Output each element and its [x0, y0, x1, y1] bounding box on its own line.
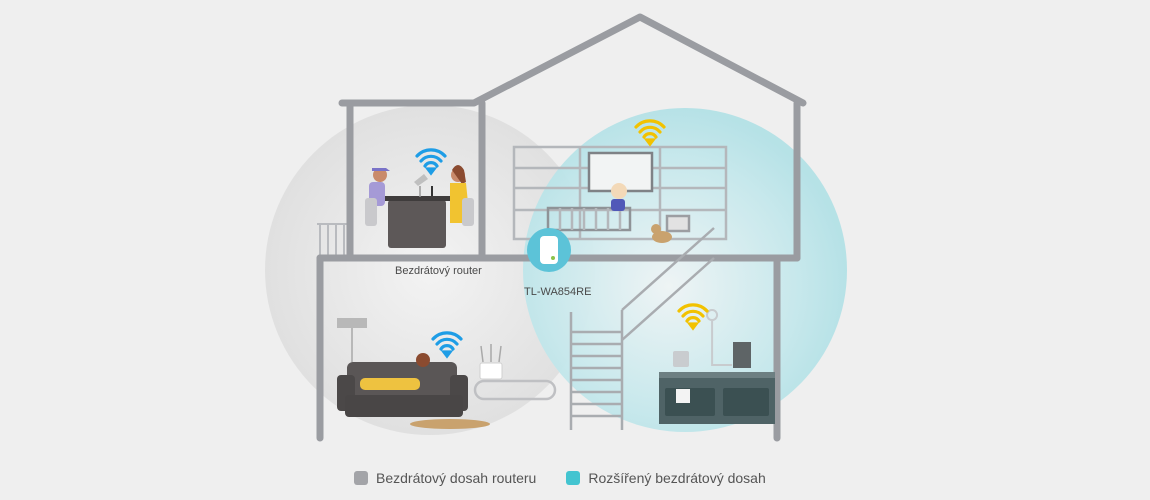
legend-item-extended-range: Rozšířený bezdrátový dosah [566, 470, 766, 486]
staircase [569, 227, 715, 430]
wifi-icon-kitchen [677, 303, 709, 331]
living-room [337, 318, 557, 429]
wifi-icon-office [415, 148, 447, 176]
router-range-swatch [354, 471, 368, 485]
extender-label: TL-WA854RE [524, 286, 592, 298]
baby [611, 183, 627, 211]
legend: Bezdrátový dosah routeru Rozšířený bezdr… [354, 470, 796, 486]
extender-device [527, 228, 571, 272]
wifi-icon-living-room [431, 331, 463, 359]
legend-label: Rozšířený bezdrátový dosah [588, 470, 766, 486]
legend-item-router-range: Bezdrátový dosah routeru [354, 470, 536, 486]
legend-label: Bezdrátový dosah routeru [376, 470, 537, 486]
router-label: Bezdrátový router [395, 265, 482, 277]
wifi-icon-nursery [634, 119, 666, 147]
office-room [365, 165, 474, 248]
kitchen [659, 309, 775, 424]
extended-range-swatch [566, 471, 581, 485]
balcony-railing [317, 223, 350, 255]
dog-upstairs [651, 224, 672, 243]
